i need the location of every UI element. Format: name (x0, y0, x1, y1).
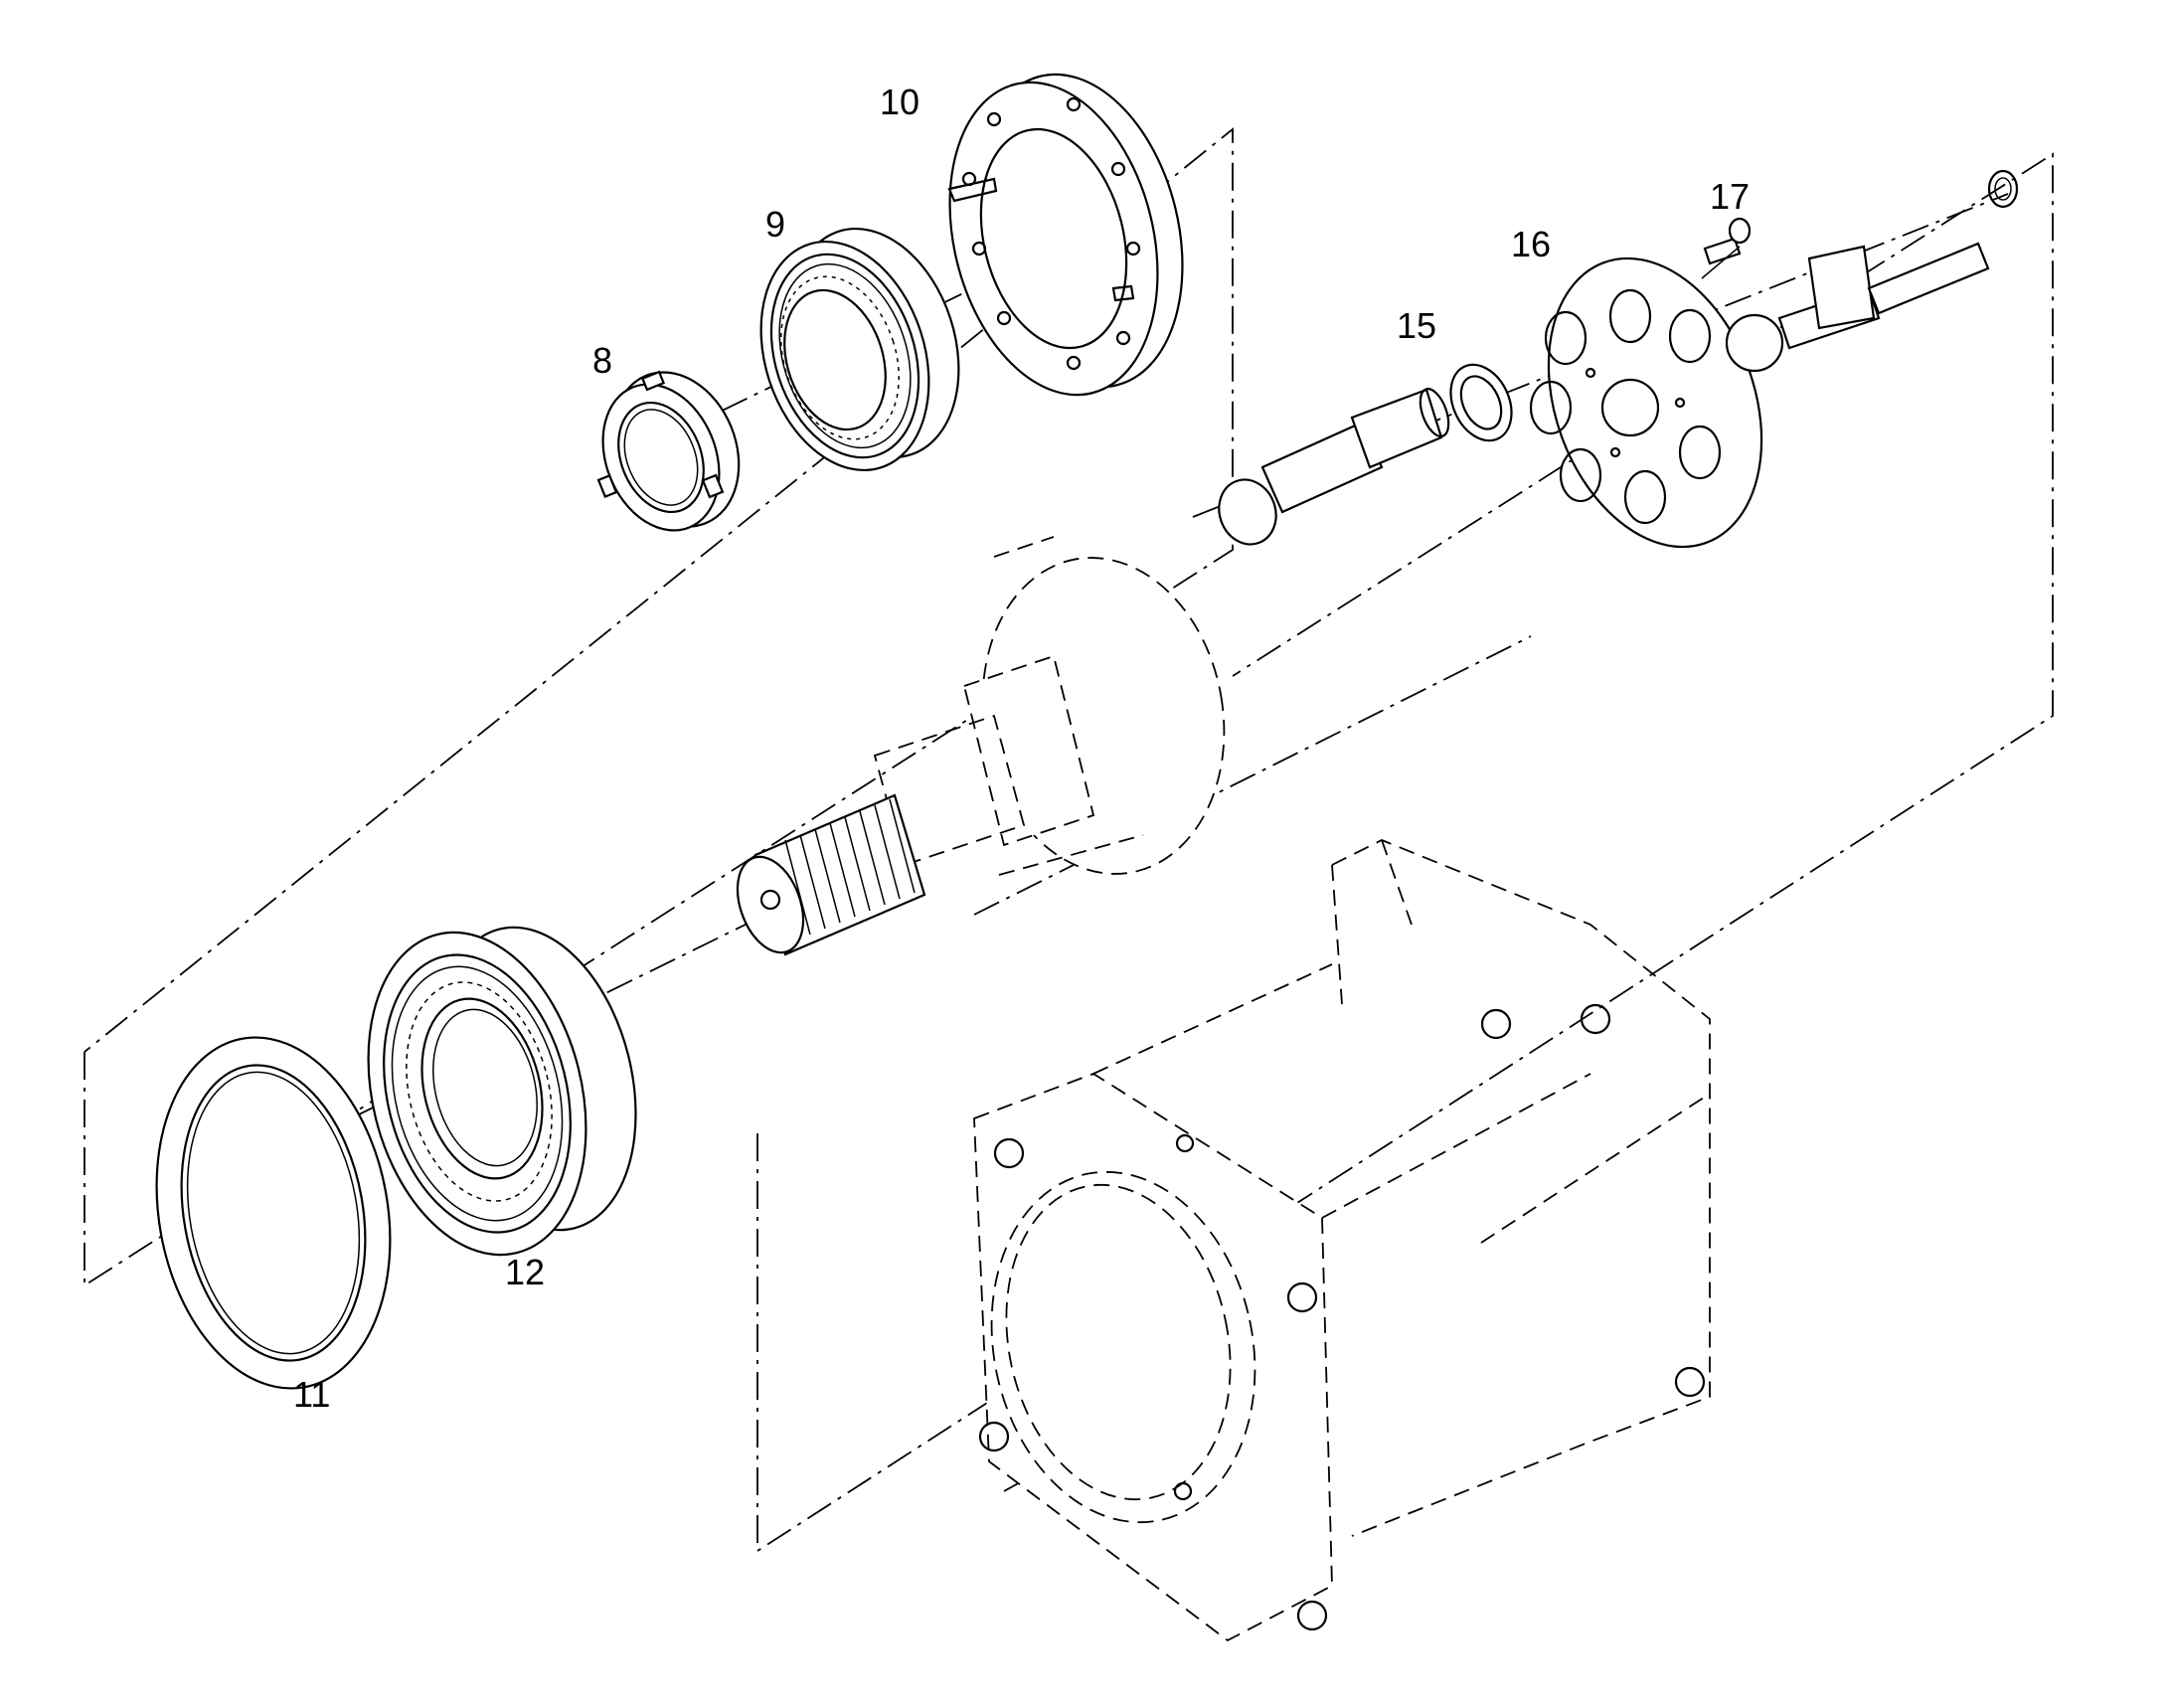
part-12-roller-bearing (367, 926, 637, 1257)
part-17-screw (1701, 217, 1752, 279)
group-outline-lower (756, 152, 2054, 1553)
label-part-10: 10 (880, 82, 919, 122)
label-part-11: 11 (293, 1374, 330, 1415)
label-part-12: 12 (505, 1252, 545, 1292)
label-part-8: 8 (592, 340, 612, 381)
shaft-splines (784, 798, 916, 936)
label-part-17: 17 (1710, 176, 1750, 217)
piston-ball-joint (1725, 169, 2019, 373)
part-16-retaining-plate (1529, 256, 1763, 549)
pump-housing (973, 839, 1711, 1642)
part-10-flange (947, 73, 1184, 397)
flange-bolt-holes (961, 96, 1141, 371)
part-15-seal (1449, 363, 1513, 442)
part-8-lock-nut (596, 370, 741, 532)
housing-holes (978, 1003, 1706, 1631)
label-part-9: 9 (765, 204, 785, 245)
part-11-shim-ring (155, 1036, 392, 1390)
label-part-15: 15 (1397, 305, 1436, 346)
drive-shaft (736, 536, 1226, 956)
part-labels: 8 9 10 11 12 15 16 17 (293, 82, 1750, 1415)
label-part-16: 16 (1511, 224, 1551, 264)
piston-stud (1218, 388, 1450, 546)
part-9-taper-bearing (759, 227, 960, 472)
